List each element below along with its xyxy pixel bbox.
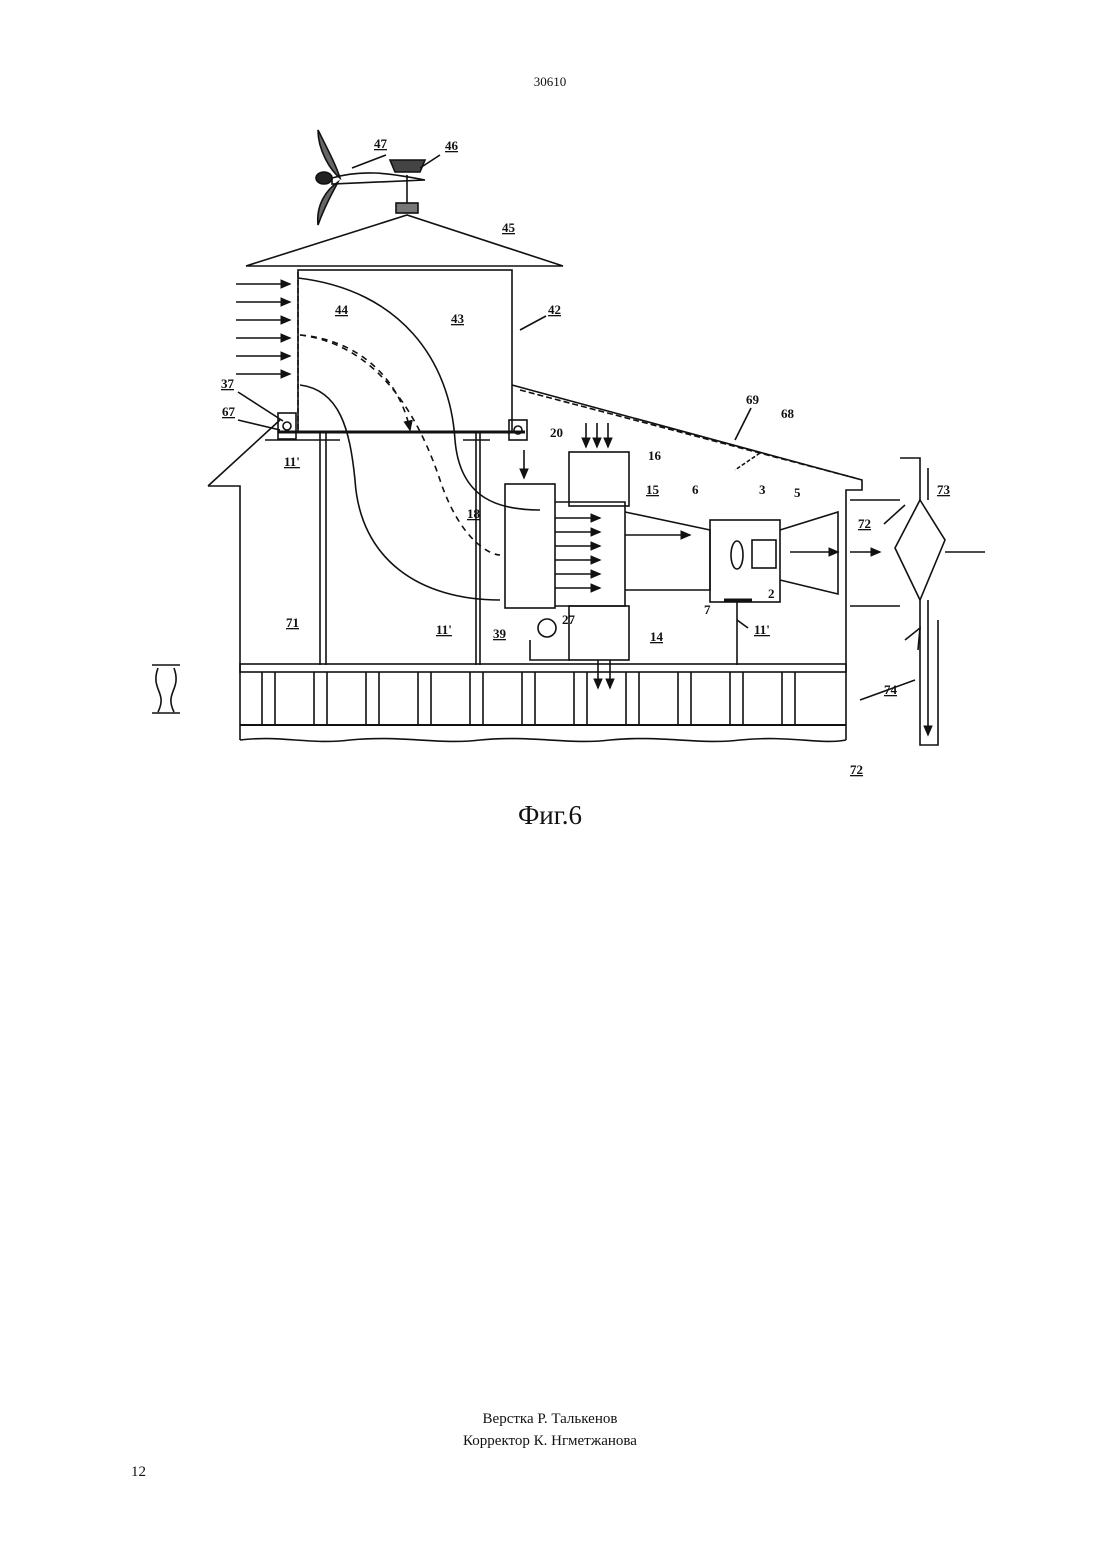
label-74: 74: [884, 682, 898, 697]
label-15: 15: [646, 482, 660, 497]
wind-turbine: [316, 130, 425, 225]
label-6: 6: [692, 482, 699, 497]
label-11-right: 11': [754, 622, 770, 637]
label-14: 14: [650, 629, 664, 644]
label-44: 44: [335, 302, 349, 317]
label-3: 3: [759, 482, 766, 497]
layout-credit: Верстка Р. Талькенов: [0, 1408, 1100, 1430]
label-18: 18: [467, 506, 481, 521]
tower-roof: [246, 215, 563, 266]
label-39: 39: [493, 626, 507, 641]
label-73: 73: [937, 482, 951, 497]
label-20: 20: [550, 425, 563, 440]
label-71: 71: [286, 615, 299, 630]
label-7: 7: [704, 602, 711, 617]
balustrade: [262, 672, 795, 724]
tower-body: [298, 270, 512, 432]
label-42: 42: [548, 302, 561, 317]
figure-caption: Фиг.6: [0, 800, 1100, 831]
label-37: 37: [221, 376, 235, 391]
label-72-bottom: 72: [850, 762, 863, 777]
label-67: 67: [222, 404, 236, 419]
credits: Верстка Р. Талькенов Корректор К. Нгметж…: [0, 1408, 1100, 1452]
label-46: 46: [445, 138, 459, 153]
label-16: 16: [648, 448, 662, 463]
label-68: 68: [781, 406, 795, 421]
label-27: 27: [562, 612, 576, 627]
label-45: 45: [502, 220, 516, 235]
label-5: 5: [794, 485, 801, 500]
label-11-left: 11': [284, 454, 300, 469]
technical-drawing: 47 46 45 44 43 42 37 67 69 68 20 16 15 6…: [0, 0, 1100, 800]
label-72-top: 72: [858, 516, 871, 531]
label-69: 69: [746, 392, 760, 407]
page-number: 12: [131, 1464, 146, 1481]
label-11-middle: 11': [436, 622, 452, 637]
label-43: 43: [451, 311, 465, 326]
corrector-credit: Корректор К. Нгметжанова: [0, 1430, 1100, 1452]
label-2: 2: [768, 586, 775, 601]
label-47: 47: [374, 136, 388, 151]
